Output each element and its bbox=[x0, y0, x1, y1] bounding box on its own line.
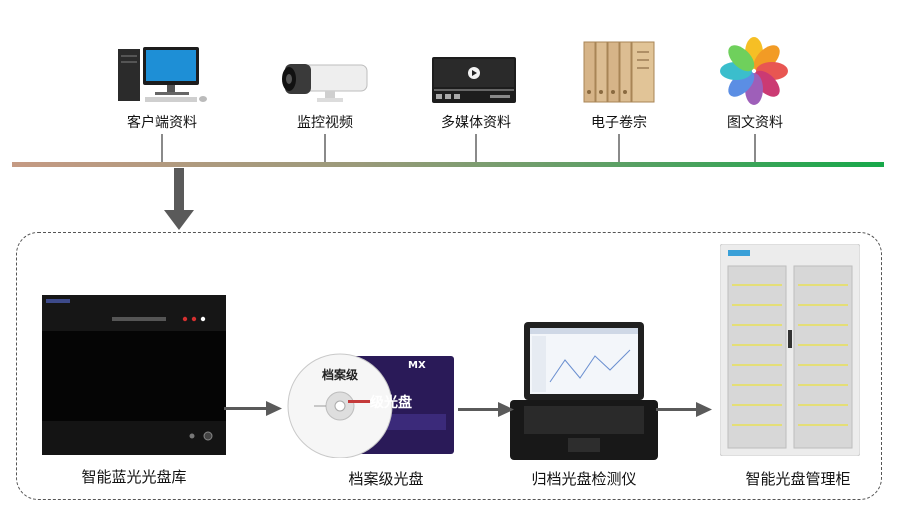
disc-box-label: 级光盘 bbox=[370, 395, 412, 411]
disc-cd-label: 档案级 bbox=[322, 368, 359, 382]
flow-arrow-icon bbox=[656, 402, 712, 417]
photos-flower-icon bbox=[720, 37, 788, 105]
document-folders-icon bbox=[583, 41, 655, 103]
device-label-disc-cabinet: 智能光盘管理柜 bbox=[745, 470, 851, 488]
source-label-e-dossier: 电子卷宗 bbox=[591, 115, 647, 131]
video-player-icon bbox=[432, 57, 516, 103]
device-label-disc-tester: 归档光盘检测仪 bbox=[531, 470, 637, 488]
disc-box-brand: MX bbox=[408, 360, 426, 371]
connector-tick bbox=[161, 134, 163, 162]
connector-tick bbox=[618, 134, 620, 162]
down-arrow-icon bbox=[164, 168, 194, 230]
flow-arrow-icon bbox=[458, 402, 514, 417]
rugged-laptop-icon bbox=[510, 322, 658, 460]
disc-cabinet-icon bbox=[720, 244, 860, 456]
source-label-graphics: 图文资料 bbox=[727, 115, 783, 131]
flow-arrow-icon bbox=[224, 401, 282, 416]
device-label-archival-disc: 档案级光盘 bbox=[348, 470, 424, 488]
connector-tick bbox=[475, 134, 477, 162]
source-label-client: 客户端资料 bbox=[127, 115, 197, 131]
source-bus-line bbox=[12, 162, 884, 167]
connector-tick bbox=[754, 134, 756, 162]
archival-disc-icon bbox=[287, 353, 454, 458]
cctv-camera-icon bbox=[282, 64, 368, 102]
device-label-disc-library: 智能蓝光光盘库 bbox=[81, 468, 187, 486]
optical-disc-library-icon bbox=[42, 295, 226, 455]
source-label-multimedia: 多媒体资料 bbox=[441, 115, 511, 131]
archive-system-group bbox=[16, 232, 882, 500]
connector-tick bbox=[324, 134, 326, 162]
desktop-computer-icon bbox=[118, 47, 207, 102]
source-label-surveillance: 监控视频 bbox=[297, 115, 353, 131]
